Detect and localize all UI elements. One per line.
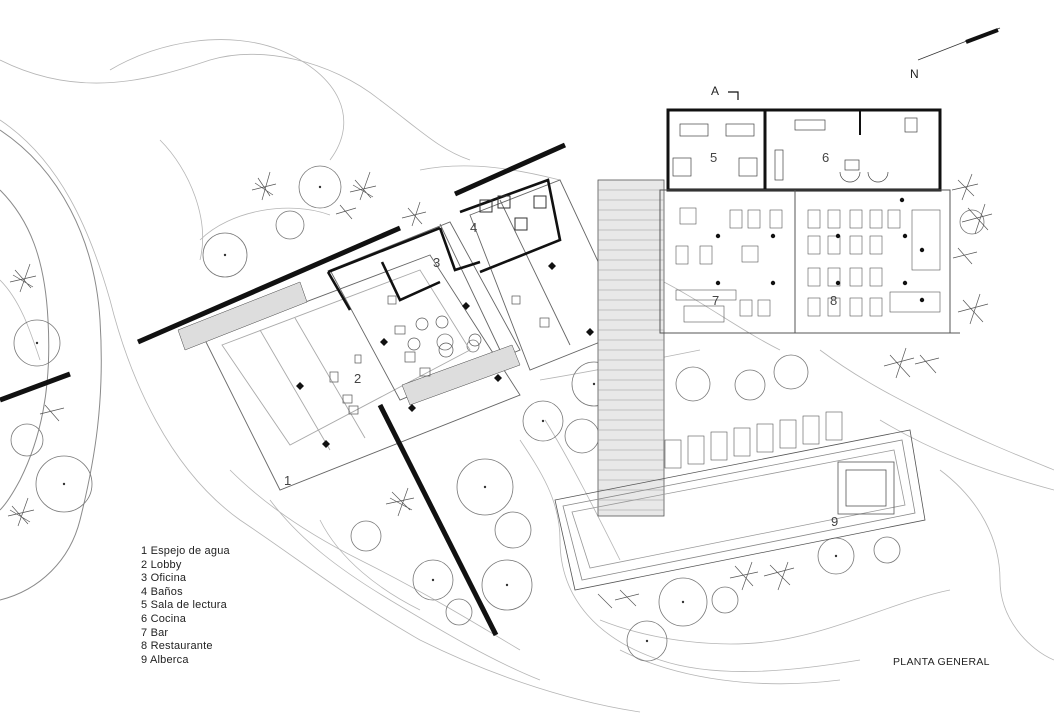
- shrubs: [7, 171, 993, 609]
- room-number-9: 9: [831, 514, 839, 529]
- legend-item: 5 Sala de lectura: [141, 599, 227, 612]
- legend-item: 1 Espejo de agua: [141, 545, 230, 557]
- legend-item: 8 Restaurante: [141, 640, 213, 653]
- pool: [554, 429, 926, 591]
- room-number-8: 8: [830, 293, 838, 308]
- north-label: N: [910, 67, 919, 81]
- legend-item: 4 Baños: [141, 585, 183, 598]
- kitchen-fixtures: [794, 117, 918, 183]
- north-arrow-icon: [917, 27, 1001, 61]
- trees: [10, 165, 985, 662]
- legend-item: 3 Oficina: [141, 572, 187, 585]
- ramp: [177, 281, 521, 406]
- lobby-complex: [204, 179, 631, 491]
- legend-item: 7 Bar: [141, 626, 169, 639]
- sun-loungers: [664, 411, 843, 469]
- legend-item: 6 Cocina: [141, 612, 187, 625]
- columns: [296, 262, 594, 448]
- room-number-2: 2: [354, 371, 362, 386]
- legend: 1 Espejo de agua 2 Lobby 3 Oficina 4 Bañ…: [141, 545, 230, 667]
- reading-room-furniture: [672, 123, 784, 181]
- long-walls: [0, 142, 567, 637]
- terrain-contours: [0, 39, 1054, 713]
- restaurant-tables: [675, 207, 941, 323]
- restaurant-building: [659, 108, 960, 334]
- boardwalk: [597, 179, 665, 517]
- legend-item: 9 Alberca: [141, 653, 189, 666]
- lobby-furniture: [329, 295, 550, 415]
- plan-title: PLANTA GENERAL: [893, 656, 990, 668]
- room-number-1: 1: [284, 473, 292, 488]
- restaurant-columns: [715, 197, 925, 303]
- room-number-7: 7: [712, 293, 720, 308]
- room-number-3: 3: [433, 255, 441, 270]
- section-marker-icon: [728, 91, 739, 100]
- room-number-6: 6: [822, 150, 830, 165]
- section-label: A: [711, 84, 720, 98]
- room-number-5: 5: [710, 150, 718, 165]
- bathrooms: [479, 195, 547, 231]
- room-number-4: 4: [470, 220, 478, 235]
- tree-centers: [35, 185, 838, 643]
- access-road: [0, 129, 102, 601]
- legend-item: 2 Lobby: [141, 558, 182, 571]
